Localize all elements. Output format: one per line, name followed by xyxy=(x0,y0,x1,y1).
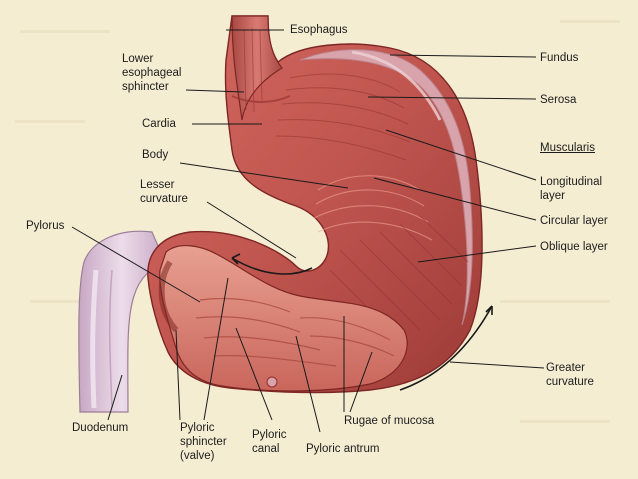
label-longitudinal-layer: Longitudinal layer xyxy=(540,175,602,203)
label-line: sphincter xyxy=(122,81,169,93)
label-line: Lower xyxy=(122,53,154,65)
label-esophagus: Esophagus xyxy=(290,24,348,36)
label-line: canal xyxy=(252,443,280,455)
label-rugae-of-mucosa: Rugae of mucosa xyxy=(344,415,435,427)
greater-curvature-arrow xyxy=(399,305,493,391)
label-pyloric-antrum: Pyloric antrum xyxy=(306,443,380,455)
label-line: curvature xyxy=(546,376,594,388)
label-pyloric-sphincter: Pyloric sphincter (valve) xyxy=(180,421,227,463)
label-line: sphincter xyxy=(180,436,227,448)
longitudinal-fibers xyxy=(243,27,411,161)
label-line: Lesser xyxy=(140,179,175,191)
label-oblique-layer: Oblique layer xyxy=(540,241,608,253)
label-circular-layer: Circular layer xyxy=(540,215,608,227)
label-duodenum: Duodenum xyxy=(72,422,129,434)
label-fundus: Fundus xyxy=(540,52,579,64)
label-line: esophageal xyxy=(122,67,182,79)
label-line: Pyloric xyxy=(252,429,287,441)
leader-lines xyxy=(71,29,545,433)
lesser-curvature-arrow xyxy=(231,253,313,275)
label-pylorus: Pylorus xyxy=(26,220,65,232)
label-body: Body xyxy=(142,149,169,161)
label-cardia: Cardia xyxy=(142,118,176,130)
label-line: layer xyxy=(540,190,565,202)
label-line: curvature xyxy=(140,193,188,205)
label-lesser-curvature: Lesser curvature xyxy=(140,178,188,206)
pyloric-mucosa xyxy=(158,245,408,392)
circular-fibers xyxy=(313,175,433,241)
label-muscularis: Muscularis xyxy=(540,142,595,154)
label-pyloric-canal: Pyloric canal xyxy=(252,428,287,456)
label-serosa: Serosa xyxy=(540,94,577,106)
label-line: Longitudinal xyxy=(540,176,603,188)
label-line: Greater xyxy=(546,362,585,374)
background-texture xyxy=(15,20,620,423)
oblique-fibers xyxy=(329,215,469,341)
duodenum-shape xyxy=(78,230,166,413)
label-lower-esophageal-sphincter: Lower esophageal sphincter xyxy=(122,52,181,94)
label-line: (valve) xyxy=(180,450,215,462)
label-line: Pyloric xyxy=(180,422,215,434)
label-greater-curvature: Greater curvature xyxy=(546,361,594,389)
